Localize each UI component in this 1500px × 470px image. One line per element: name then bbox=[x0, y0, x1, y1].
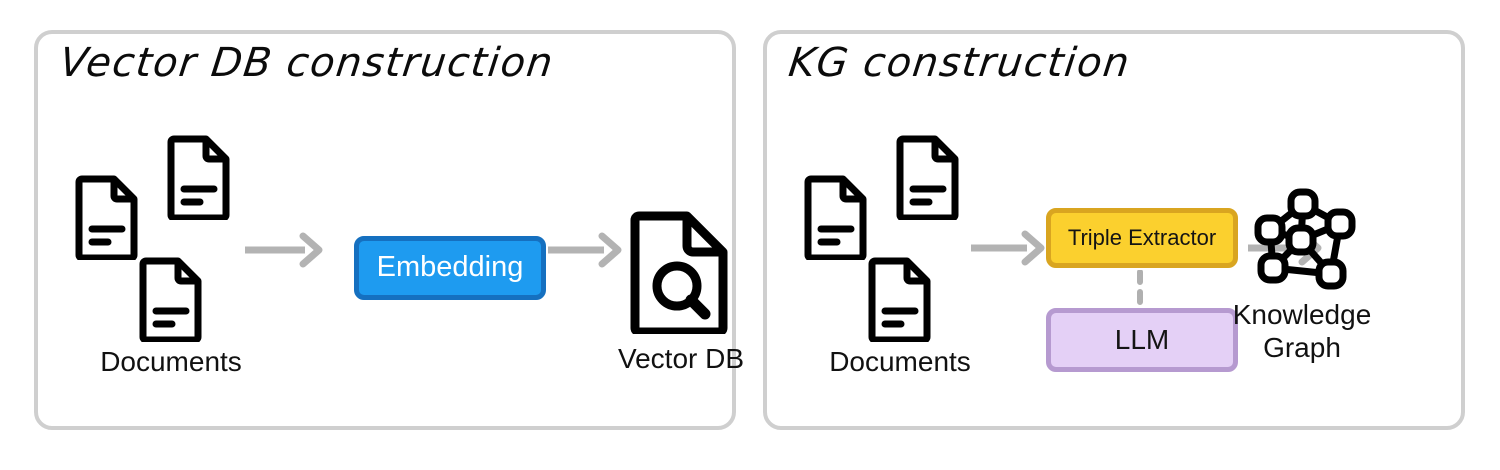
panel-vector-db-construction: Vector DB construction bbox=[34, 30, 744, 430]
documents-cluster-kg: Documents bbox=[795, 134, 1005, 384]
knowledge-graph-label: Knowledge Graph bbox=[1227, 298, 1377, 364]
llm-box[interactable]: LLM bbox=[1046, 308, 1238, 372]
document-search-icon bbox=[616, 210, 746, 334]
document-icon bbox=[895, 134, 961, 225]
arrow-documents-to-triple-extractor bbox=[967, 228, 1051, 273]
document-icon bbox=[166, 134, 232, 225]
document-icon bbox=[803, 174, 869, 265]
documents-label: Documents bbox=[100, 346, 242, 377]
dashed-connector-triple-extractor-llm bbox=[1137, 269, 1143, 311]
knowledge-graph-label-line-2: Graph bbox=[1263, 332, 1341, 364]
arrow-documents-to-embedding bbox=[241, 230, 327, 275]
documents-cluster-vector: Documents bbox=[66, 134, 276, 384]
arrow-embedding-to-vectordb bbox=[544, 230, 628, 275]
panel-title-vector-db: Vector DB construction bbox=[57, 40, 557, 86]
knowledge-graph-icon bbox=[1227, 182, 1377, 290]
triple-extractor-box[interactable]: Triple Extractor bbox=[1046, 208, 1238, 268]
document-icon bbox=[138, 256, 204, 347]
vector-db-output: Vector DB bbox=[616, 210, 746, 375]
panel-kg-construction: KG construction bbox=[763, 30, 1465, 430]
knowledge-graph-label-line-1: Knowledge bbox=[1232, 299, 1372, 330]
panel-title-kg: KG construction bbox=[786, 40, 1134, 86]
document-icon bbox=[74, 174, 140, 265]
vector-db-label: Vector DB bbox=[617, 343, 745, 374]
document-icon bbox=[867, 256, 933, 347]
documents-label: Documents bbox=[829, 346, 971, 377]
knowledge-graph-output: Knowledge Graph bbox=[1227, 182, 1377, 364]
embedding-box[interactable]: Embedding bbox=[354, 236, 546, 300]
